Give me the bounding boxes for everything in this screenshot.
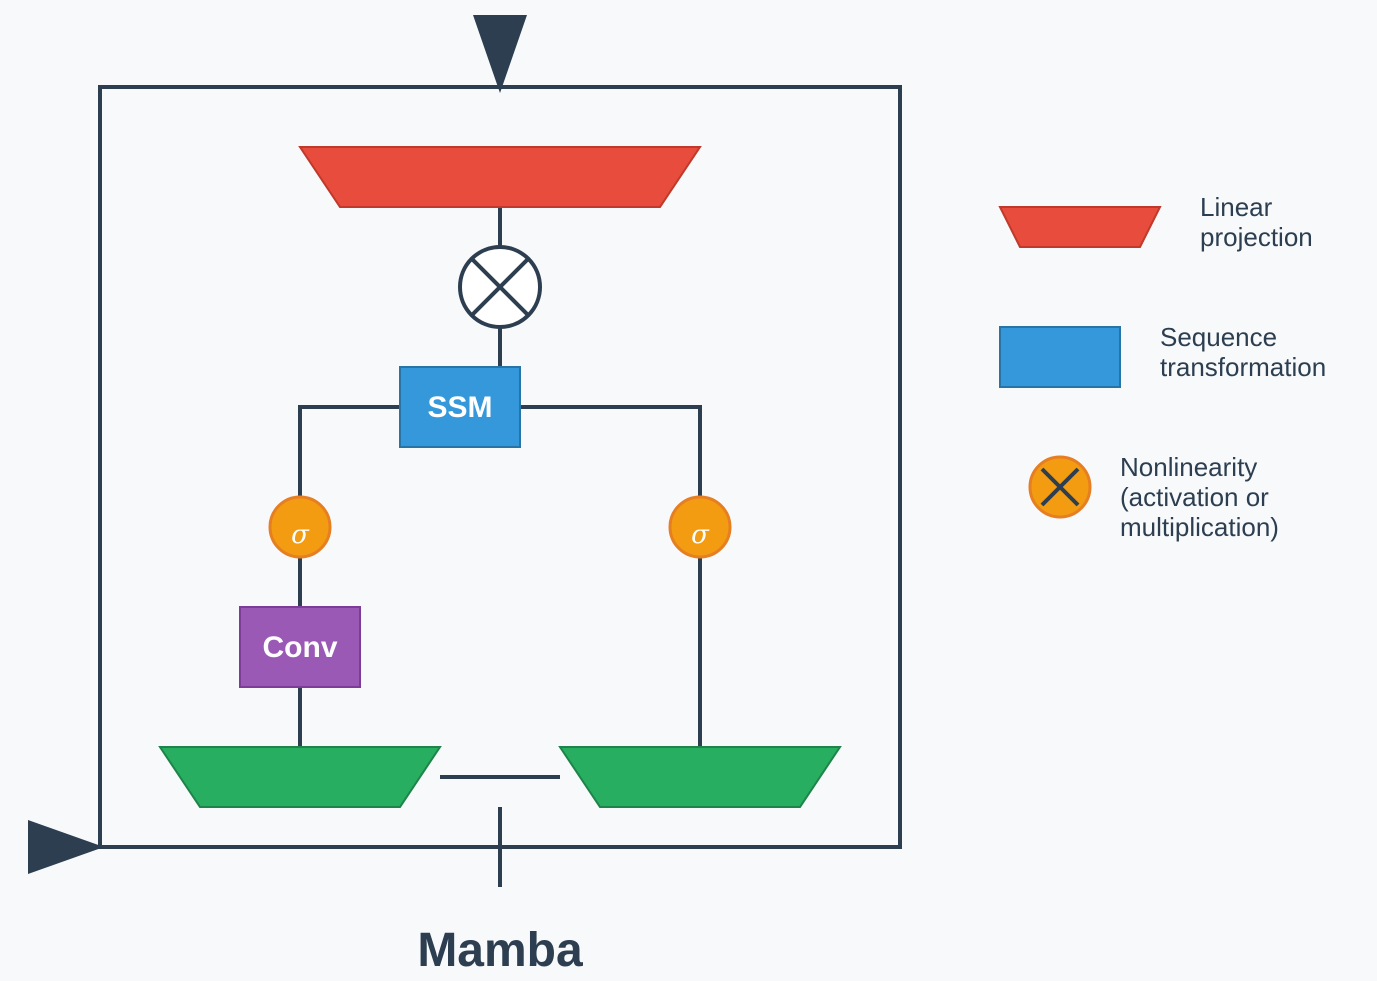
sigma-right-label: σ bbox=[691, 520, 710, 550]
multiplication-node bbox=[458, 245, 542, 329]
legend-linear-swatch bbox=[998, 206, 1162, 248]
legend-sequence-line-2: transformation bbox=[1160, 352, 1326, 382]
legend-nonlinearity-line-3: multiplication) bbox=[1120, 512, 1279, 542]
legend-nonlinearity-line-2: (activation or bbox=[1120, 482, 1269, 512]
input-projection-right bbox=[558, 746, 842, 808]
conv-block bbox=[239, 606, 361, 688]
legend-sequence-label: Sequence transformation bbox=[1160, 322, 1326, 382]
sigma-left-label: σ bbox=[291, 520, 310, 550]
left-arrow-icon bbox=[28, 820, 104, 874]
ssm-block bbox=[399, 366, 521, 448]
legend-nonlinearity-swatch bbox=[1028, 455, 1092, 519]
legend: Linear projection Sequence transformatio… bbox=[998, 192, 1326, 542]
legend-sequence-swatch bbox=[999, 326, 1121, 388]
sigma-left-node bbox=[268, 495, 332, 559]
top-arrow-icon bbox=[473, 15, 527, 93]
input-projection-left bbox=[158, 746, 442, 808]
conv-label: Conv bbox=[263, 631, 338, 664]
legend-linear-line-2: projection bbox=[1200, 222, 1313, 252]
ssm-label: SSM bbox=[427, 391, 492, 424]
legend-linear-line-1: Linear bbox=[1200, 192, 1273, 222]
output-linear-projection bbox=[298, 146, 702, 208]
diagram-title: Mamba bbox=[417, 924, 583, 977]
legend-sequence-line-1: Sequence bbox=[1160, 322, 1277, 352]
legend-nonlinearity-line-1: Nonlinearity bbox=[1120, 452, 1257, 482]
sigma-right-node bbox=[668, 495, 732, 559]
legend-linear-label: Linear projection bbox=[1200, 192, 1313, 252]
legend-nonlinearity-label: Nonlinearity (activation or multiplicati… bbox=[1120, 452, 1279, 542]
